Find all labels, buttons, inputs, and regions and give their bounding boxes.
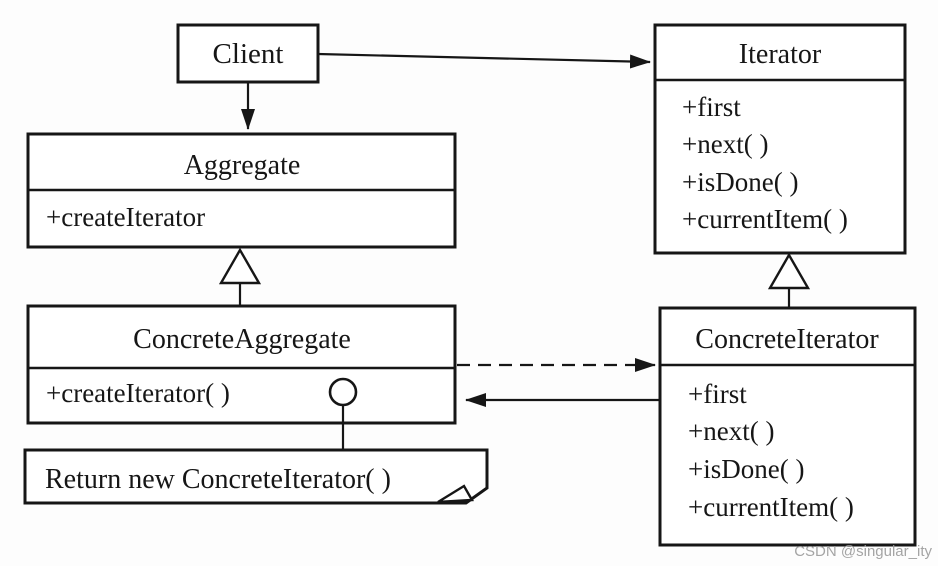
generalization-aggregate bbox=[218, 247, 262, 306]
method-label: +next( ) bbox=[688, 416, 774, 446]
method-label: +next( ) bbox=[682, 129, 768, 159]
class-box bbox=[658, 306, 917, 547]
generalization-iterator bbox=[767, 252, 811, 308]
method-label: +createIterator( ) bbox=[46, 378, 230, 408]
class-title: Aggregate bbox=[184, 150, 301, 181]
generalization-triangle-icon bbox=[218, 247, 262, 285]
generalization-triangle-icon bbox=[767, 252, 811, 290]
class-box bbox=[653, 23, 907, 255]
class-title: ConcreteIterator bbox=[695, 324, 879, 355]
note-text: Return new ConcreteIterator( ) bbox=[45, 464, 391, 495]
class-concrete-aggregate: ConcreteAggregate +createIterator( ) bbox=[26, 304, 457, 425]
client-to-iterator-arrow bbox=[317, 52, 651, 69]
method-label: +createIterator bbox=[46, 202, 205, 232]
class-concrete-iterator: ConcreteIterator +first +next( ) +isDone… bbox=[658, 306, 917, 547]
method-label: +first bbox=[688, 379, 747, 409]
method-label: +isDone( ) bbox=[682, 167, 798, 197]
method-label: +isDone( ) bbox=[688, 454, 804, 484]
class-iterator: Iterator +first +next( ) +isDone( ) +cur… bbox=[653, 23, 907, 255]
method-label: +first bbox=[682, 92, 741, 122]
note-box: Return new ConcreteIterator( ) bbox=[23, 448, 489, 505]
method-label: +currentItem( ) bbox=[688, 492, 854, 522]
note-outline bbox=[23, 448, 489, 505]
method-label: +currentItem( ) bbox=[682, 204, 848, 234]
class-box bbox=[176, 23, 320, 84]
note-fold-icon bbox=[437, 484, 475, 504]
watermark: CSDN @singular_ity bbox=[794, 543, 932, 560]
class-title: ConcreteAggregate bbox=[133, 324, 351, 355]
class-aggregate: Aggregate +createIterator bbox=[26, 132, 457, 249]
circle-connector-icon bbox=[328, 377, 358, 407]
class-title: Iterator bbox=[739, 39, 822, 70]
class-box bbox=[26, 304, 457, 425]
note-anchor bbox=[328, 377, 358, 450]
class-title: Client bbox=[213, 38, 284, 70]
class-client: Client bbox=[176, 23, 320, 84]
